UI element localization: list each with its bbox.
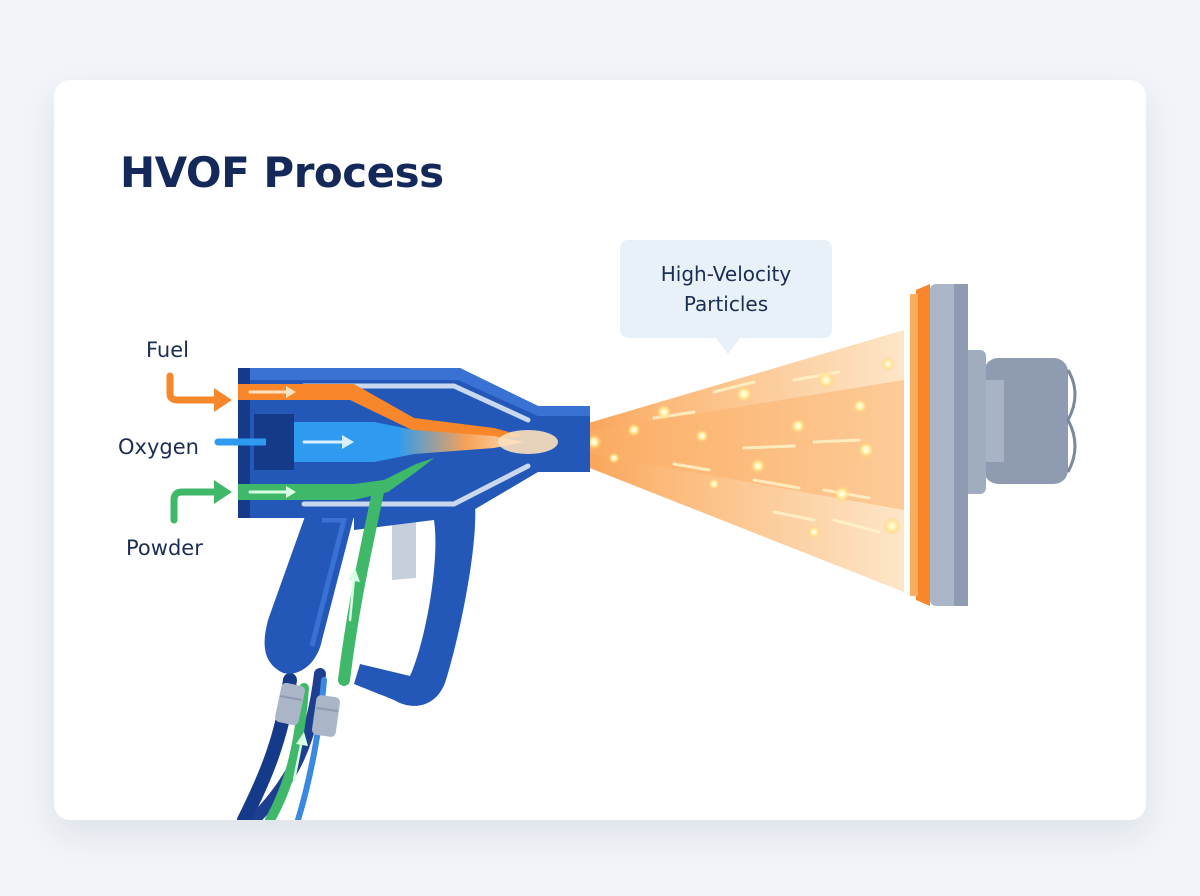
powder-channel — [238, 458, 434, 782]
substrate-workpiece — [930, 284, 1077, 606]
oxygen-label: Oxygen — [118, 435, 199, 459]
nozzle-flame — [498, 430, 558, 454]
coating-layer — [910, 284, 930, 606]
fuel-channel — [238, 384, 524, 438]
callout-line-1: High-Velocity — [660, 262, 792, 286]
diagram-card: HVOF Process Fuel Oxygen Powder High-Vel… — [54, 80, 1146, 820]
fuel-inlet-arrow-icon — [166, 372, 232, 412]
hvof-gun-diagram — [166, 284, 1077, 820]
fuel-label: Fuel — [146, 338, 189, 362]
spray-plume — [524, 330, 904, 592]
trigger — [392, 520, 416, 580]
powder-inlet-arrow-icon — [170, 480, 232, 524]
powder-label: Powder — [126, 536, 203, 560]
oxygen-inlet-arrow-icon — [214, 430, 286, 454]
hose-fittings — [275, 682, 341, 737]
gun-handle — [264, 496, 476, 706]
page-title: HVOF Process — [120, 148, 444, 197]
particles-callout: High-Velocity Particles — [620, 240, 832, 354]
callout-line-2: Particles — [683, 292, 769, 316]
